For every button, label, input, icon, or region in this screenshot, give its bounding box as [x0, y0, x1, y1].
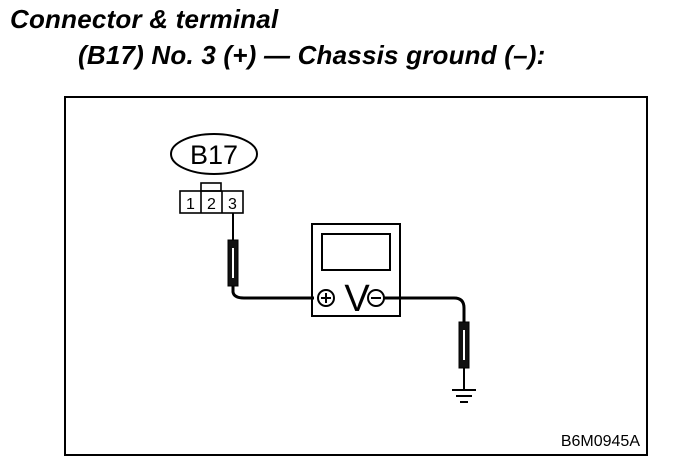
positive-lead-wire: [231, 286, 314, 300]
voltmeter: [311, 223, 401, 317]
connector-id-ellipse: [170, 133, 258, 175]
measurement-diagram: B17 1 2 3 V: [64, 96, 648, 456]
heading-subtitle: (B17) No. 3 (+) — Chassis ground (–):: [78, 40, 546, 70]
voltmeter-negative-terminal-icon: [367, 289, 385, 307]
connector-b17: 1 2 3: [179, 182, 244, 214]
chassis-ground-icon: [452, 389, 476, 403]
negative-lead-wire: [384, 296, 466, 322]
heading-title: Connector & terminal: [10, 4, 279, 34]
positive-probe: [227, 213, 239, 287]
voltmeter-symbol: V: [344, 278, 370, 320]
wiring-diagram-svg: B17 1 2 3 V: [170, 133, 640, 450]
negative-probe: [458, 321, 470, 390]
connector-pin-3: 3: [228, 196, 237, 213]
voltmeter-positive-terminal-icon: [317, 289, 335, 307]
figure-code: B6M0945A: [561, 433, 640, 450]
connector-pin-2: 2: [207, 196, 216, 213]
connector-id-label: B17: [190, 140, 238, 170]
connector-pin-1: 1: [186, 196, 195, 213]
